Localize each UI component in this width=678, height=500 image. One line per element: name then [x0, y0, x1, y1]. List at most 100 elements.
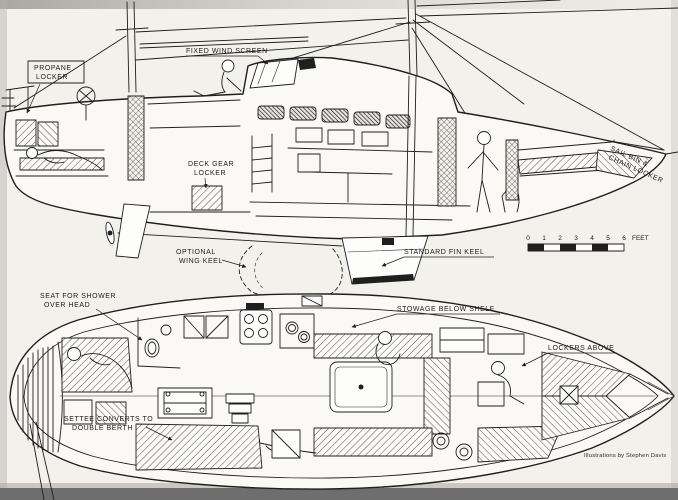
- photo-edge-top: [0, 0, 678, 9]
- figure-seated-on-deck: [193, 59, 242, 97]
- svg-text:LOCKER: LOCKER: [194, 170, 226, 177]
- steering-wheel: [76, 86, 96, 121]
- label-deck-gear-locker: DECK GEAR LOCKER: [188, 161, 234, 189]
- companionway-ladder: [251, 133, 273, 193]
- svg-text:LOCKER: LOCKER: [36, 74, 68, 81]
- plan-inner-deck-line: [23, 307, 659, 479]
- figure-standing: [467, 131, 499, 213]
- label-fixed-wind-screen: FIXED WIND SCREEN: [186, 48, 269, 65]
- galley-plan: [239, 303, 315, 349]
- stern-rail: [1, 85, 35, 113]
- scale-bar: 0 1 2 3 4 5 6 FEET: [526, 235, 649, 252]
- nav-station: [439, 327, 525, 407]
- sink: [285, 321, 299, 335]
- toilet: [144, 338, 160, 358]
- bulkhead: [505, 139, 519, 201]
- aft-starboard-berth: [477, 425, 563, 463]
- aft-cabin-berth: [61, 337, 133, 393]
- wing-keel-inner-dashed: [254, 252, 265, 290]
- settee-bottom: [313, 427, 433, 457]
- table-centerpiece: [358, 384, 364, 390]
- plan-view-labels: STOWAGE BELOW SHELF SEAT FOR SHOWER OVER…: [40, 293, 616, 441]
- label-standard-fin-keel: STANDARD FIN KEEL: [381, 249, 494, 267]
- label-seat-for-shower: SEAT FOR SHOWER OVER HEAD: [40, 293, 143, 341]
- illustrator-credit: Illustrations by Stephen Davis: [584, 453, 666, 459]
- figure-at-galley: [375, 331, 401, 365]
- interior-side-view: [13, 58, 653, 237]
- aft-locker: [37, 121, 59, 147]
- plan-view: STOWAGE BELOW SHELF SEAT FOR SHOWER OVER…: [9, 293, 675, 500]
- label-settee-converts: SETTEE CONVERTS TO DOUBLE BERTH: [64, 416, 173, 441]
- v-berth: [541, 351, 673, 441]
- head-compartment: [137, 317, 181, 369]
- svg-text:STANDARD FIN KEEL: STANDARD FIN KEEL: [404, 249, 484, 256]
- label-lockers-above: LOCKERS ABOVE: [521, 345, 616, 367]
- companionway-steps-plan: [225, 393, 255, 424]
- photo-edge-right: [671, 0, 678, 500]
- scale-tick: 0: [526, 235, 530, 242]
- figure-lying-aft-berth: [67, 347, 133, 389]
- cockpit-lines: [147, 99, 241, 129]
- scale-unit: FEET: [632, 235, 649, 242]
- side-view: 0 1 2 3 4 5 6 FEET PROPANE LOCKER FIXED …: [1, 0, 678, 300]
- galley-counter: [279, 313, 315, 349]
- settee-right: [423, 357, 451, 435]
- svg-text:DOUBLE BERTH: DOUBLE BERTH: [72, 425, 133, 432]
- svg-text:OPTIONAL: OPTIONAL: [176, 249, 216, 256]
- prop-shaft: [117, 232, 343, 247]
- figure-reclining: [26, 147, 103, 171]
- deck-hatch-mid: [301, 295, 323, 307]
- aft-cabin-locker: [63, 399, 93, 425]
- svg-text:SETTEE CONVERTS TO: SETTEE CONVERTS TO: [64, 416, 153, 423]
- deck-gear-locker-box: [191, 185, 223, 211]
- svg-text:LOCKERS ABOVE: LOCKERS ABOVE: [548, 345, 614, 352]
- aft-locker: [15, 119, 37, 147]
- sink: [298, 331, 310, 343]
- svg-text:STOWAGE BELOW SHELF: STOWAGE BELOW SHELF: [397, 306, 495, 313]
- bow-hatch: [559, 385, 579, 405]
- underwater-gear: [105, 203, 429, 300]
- propeller: [105, 221, 115, 245]
- scale-tick: 4: [590, 235, 594, 242]
- stove-panel: [246, 303, 264, 309]
- companionway-hatch: [298, 58, 316, 70]
- windscreen: [249, 58, 299, 89]
- mast-step: [382, 238, 394, 245]
- mast-inside-cabin: [405, 75, 417, 237]
- head-sink: [160, 324, 172, 336]
- aft-berth-cushion: [19, 157, 105, 171]
- label-stowage-below-shelf: STOWAGE BELOW SHELF: [351, 306, 500, 328]
- cabin-windows: [257, 105, 411, 129]
- bulkhead: [437, 117, 457, 207]
- galley-saloon-side: [249, 127, 471, 221]
- svg-text:WING KEEL: WING KEEL: [179, 258, 223, 265]
- keel-shoe: [352, 274, 414, 284]
- scale-tick: 2: [558, 235, 562, 242]
- dinette: [313, 333, 451, 457]
- photo-edge-bottom: [0, 488, 678, 500]
- nav-seat: [477, 381, 505, 407]
- scale-tick: 3: [574, 235, 578, 242]
- engine-box: [157, 387, 213, 419]
- svg-text:PROPANE: PROPANE: [34, 65, 72, 72]
- svg-text:SEAT FOR SHOWER: SEAT FOR SHOWER: [40, 293, 116, 300]
- scale-tick: 6: [622, 235, 626, 242]
- wardrobe-lockers: [183, 315, 229, 339]
- label-propane-locker: PROPANE LOCKER: [26, 60, 85, 114]
- scale-tick: 5: [606, 235, 610, 242]
- quarter-berth: [135, 423, 263, 471]
- rudder: [115, 203, 151, 259]
- wet-locker: [271, 429, 301, 459]
- svg-text:FIXED WIND SCREEN: FIXED WIND SCREEN: [186, 48, 268, 55]
- settee-top: [313, 333, 433, 359]
- photo-edge-left: [0, 0, 7, 500]
- lower-rigging-lines: [29, 421, 55, 500]
- svg-text:OVER HEAD: OVER HEAD: [44, 302, 90, 309]
- aft-cabin-locker: [95, 401, 127, 425]
- label-optional-wing-keel: OPTIONAL WING KEEL: [176, 249, 247, 268]
- svg-text:DECK GEAR: DECK GEAR: [188, 161, 234, 168]
- scale-tick: 1: [542, 235, 546, 242]
- figure-seated-nav: [491, 361, 525, 405]
